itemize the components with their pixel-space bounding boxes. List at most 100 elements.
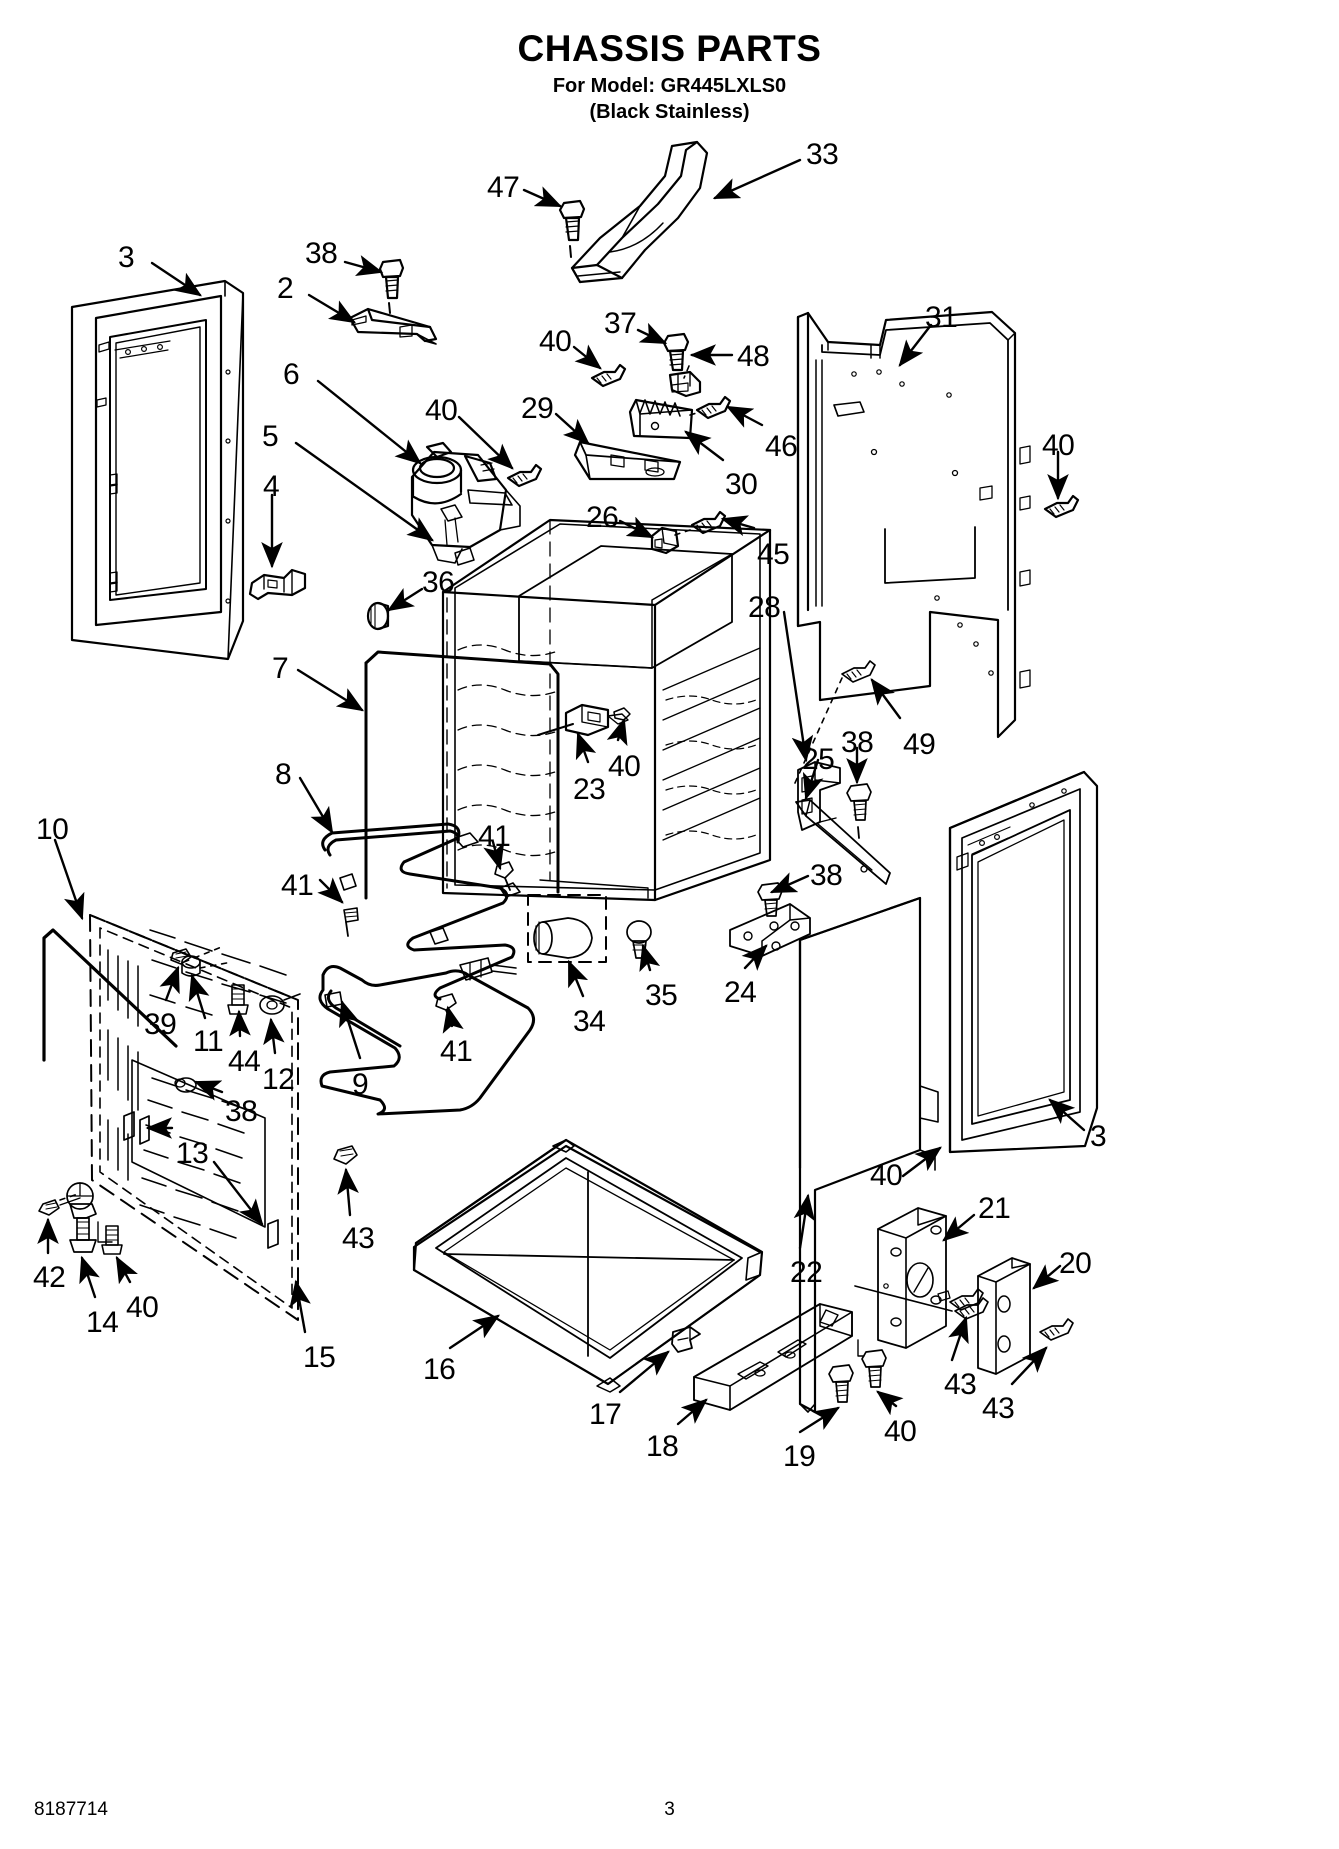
part-8-bake-element (321, 822, 521, 1001)
leader-47 (522, 186, 563, 208)
callout-23: 23 (573, 773, 606, 806)
callout-17: 17 (589, 1398, 622, 1431)
part-21-bracket (877, 1207, 947, 1349)
callout-40-e: 40 (126, 1291, 159, 1324)
callout-48: 48 (737, 340, 770, 373)
leader-14 (79, 1255, 100, 1299)
part-19-screw (828, 1364, 854, 1403)
callout-31: 31 (925, 301, 958, 334)
callout-43-c: 43 (982, 1392, 1015, 1425)
part-40-screw-b (590, 363, 627, 388)
part-25-corner-brace (795, 799, 891, 885)
callout-15: 15 (303, 1341, 336, 1374)
leader-5 (294, 441, 434, 542)
part-left-door-panel (70, 279, 245, 661)
callout-38-b: 38 (841, 726, 874, 759)
leader-13-second (212, 1160, 264, 1226)
callout-43-b: 43 (944, 1368, 977, 1401)
part-right-door-panel (948, 770, 1099, 1154)
part-23-sensor-bracket (537, 703, 629, 737)
callout-41-a: 41 (478, 820, 511, 853)
leader-38-d (193, 1080, 224, 1101)
part-33-vent-duct (570, 140, 709, 284)
page-header: CHASSIS PARTS For Model: GR445LXLS0 (Bla… (0, 0, 1339, 124)
leader-41-c (442, 1005, 464, 1034)
leader-44 (229, 1009, 251, 1038)
part-13-clip (139, 1115, 150, 1145)
leader-38-c (769, 872, 810, 894)
callout-12: 12 (262, 1063, 295, 1096)
callout-18: 18 (646, 1430, 679, 1463)
leader-19 (798, 1406, 841, 1434)
callout-37: 37 (604, 307, 637, 340)
leader-33 (712, 158, 802, 200)
leader-25 (802, 758, 824, 801)
callout-42: 42 (33, 1261, 66, 1294)
leader-43-a (337, 1167, 359, 1217)
leader-28 (782, 610, 814, 763)
part-43-screw-a (333, 1145, 358, 1165)
part-46-screw (695, 395, 732, 420)
callout-21: 21 (978, 1192, 1011, 1225)
leader-37 (636, 322, 668, 345)
leader-18 (676, 1398, 708, 1426)
callout-41-b: 41 (281, 869, 314, 902)
part-15-insulation-panel (89, 914, 299, 1321)
part-43-screw-b (949, 1288, 984, 1311)
leader-lines (37, 158, 1086, 1434)
callout-25: 25 (802, 743, 835, 776)
part-7-rod (364, 650, 560, 900)
callout-40-g: 40 (884, 1415, 917, 1448)
part-40-screw-f (854, 1285, 989, 1320)
callout-38-c: 38 (810, 859, 843, 892)
callout-35: 35 (645, 979, 678, 1012)
callout-13: 13 (176, 1137, 209, 1170)
leader-34 (567, 959, 589, 998)
part-49-screw (841, 660, 876, 683)
callout-40-a: 40 (425, 394, 458, 427)
part-41-screw-b (343, 907, 359, 937)
callout-43-a: 43 (342, 1222, 375, 1255)
callout-40-d: 40 (608, 750, 641, 783)
part-43-screw-c (1039, 1318, 1074, 1341)
callout-4: 4 (263, 470, 280, 503)
part-31-rear-panel (796, 310, 1031, 739)
leader-10 (53, 838, 85, 921)
part-30-tooth-bracket (628, 398, 694, 440)
callout-28: 28 (748, 591, 781, 624)
leader-3-right (1048, 1098, 1086, 1132)
leader-40-g (876, 1390, 904, 1416)
leader-11 (188, 973, 210, 1020)
callout-24: 24 (724, 976, 757, 1009)
part-29-rail (573, 440, 682, 481)
leader-49 (870, 678, 902, 720)
leader-22 (793, 1193, 816, 1250)
leader-40-e (115, 1255, 138, 1285)
part-45-screw (690, 510, 727, 535)
leader-6 (316, 379, 422, 465)
leader-39 (159, 965, 180, 1002)
callout-38-d: 38 (225, 1095, 258, 1128)
leader-43-b (948, 1315, 969, 1362)
callout-3-right: 3 (1090, 1120, 1107, 1153)
leader-21 (942, 1213, 976, 1242)
leader-40-f (901, 1146, 942, 1178)
page-footer: 8187714 3 (0, 1799, 1339, 1823)
leader-40-a (457, 415, 514, 470)
part-17-clip (671, 1326, 701, 1353)
callout-22: 22 (790, 1256, 823, 1289)
callout-33: 33 (806, 138, 839, 171)
part-12-fastener (259, 993, 301, 1015)
callout-46: 46 (765, 430, 798, 463)
callout-38-top: 38 (305, 237, 338, 270)
leader-38-top (343, 255, 384, 276)
leader-12 (263, 1017, 285, 1055)
part-44-screw (227, 984, 249, 1015)
callout-3-left: 3 (118, 241, 135, 274)
part-40-screw-e (97, 1221, 123, 1255)
leader-31 (898, 323, 933, 367)
part-40-screw-a (506, 463, 543, 488)
leader-3-left (150, 261, 202, 297)
